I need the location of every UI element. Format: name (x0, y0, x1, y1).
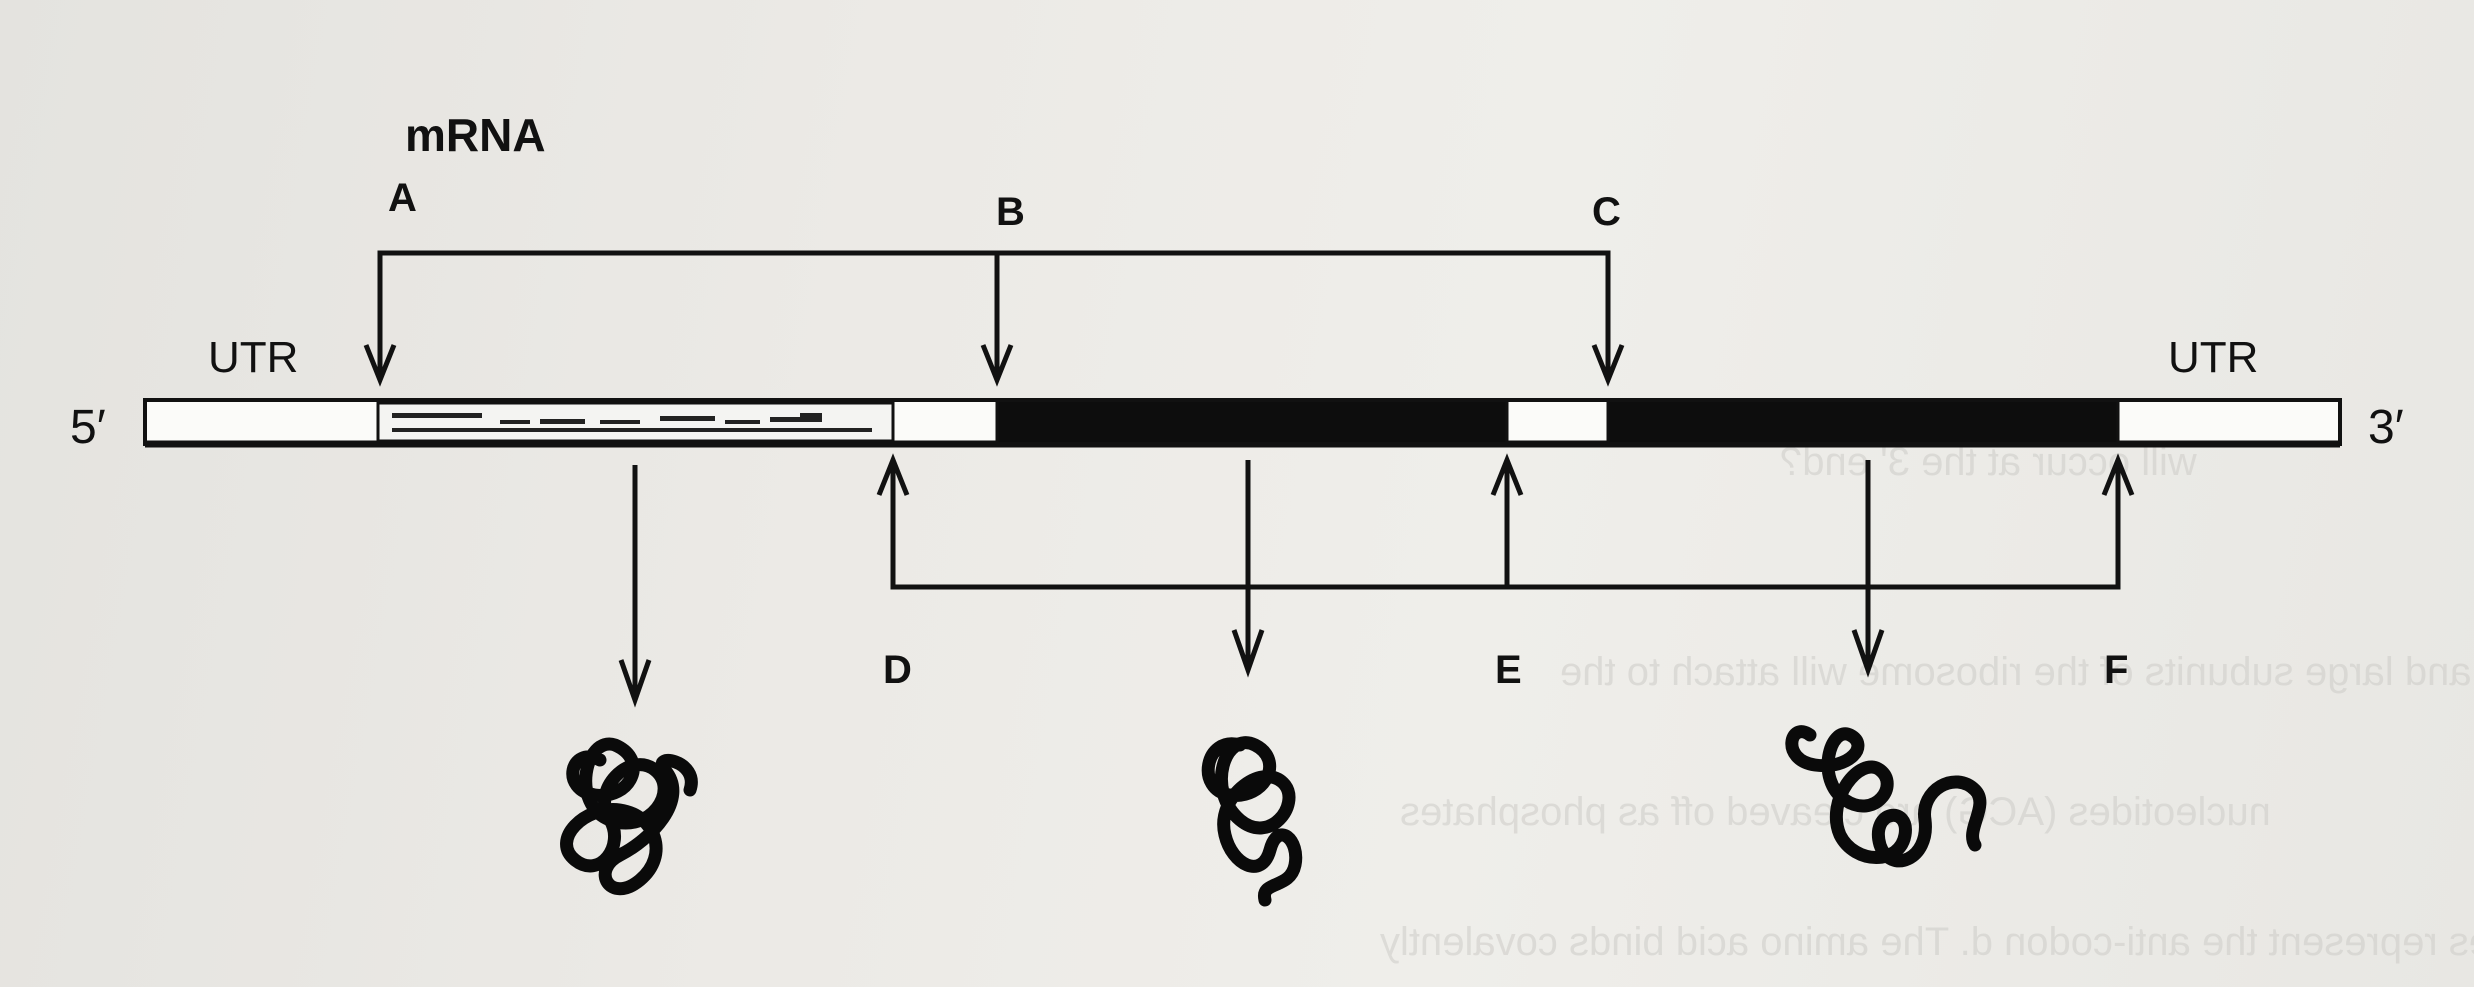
utr-left-label: UTR (208, 333, 299, 382)
bottom-bracket (876, 453, 2135, 590)
utr-right-label: UTR (2168, 333, 2259, 382)
label-a: A (388, 176, 417, 220)
diagram-title: mRNA (405, 109, 546, 161)
mrna-strand (143, 398, 2342, 448)
product-arrows (618, 460, 1885, 708)
coding-block-1 (997, 402, 1507, 442)
label-e: E (1495, 648, 1522, 692)
label-c: C (1592, 190, 1621, 234)
label-f: F (2104, 648, 2129, 692)
three-prime-end-label: 3′ (2368, 401, 2404, 454)
top-bracket (363, 250, 1625, 387)
label-b: B (996, 190, 1025, 234)
protein-3-icon (1785, 725, 1987, 868)
coding-block-2 (1608, 402, 2118, 442)
protein-2-icon (1201, 736, 1303, 907)
region-a-d-marks (392, 413, 872, 432)
label-d: D (883, 648, 912, 692)
five-prime-end-label: 5′ (70, 401, 106, 454)
protein-1-icon (560, 737, 698, 896)
